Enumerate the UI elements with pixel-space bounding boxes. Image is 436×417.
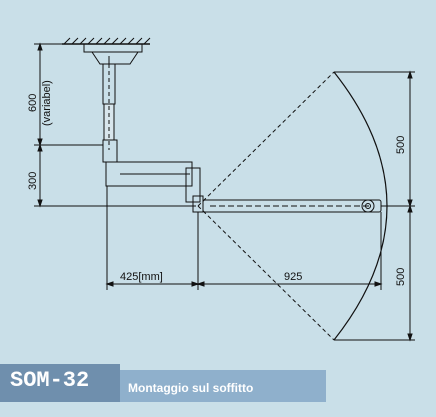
swing-arc [333,71,388,341]
horizontal-arm [105,161,204,213]
caption-tab [0,364,120,402]
ceiling-plate [83,43,143,65]
label-925: 925 [284,271,302,283]
vertical-dimension [34,42,196,208]
horizontal-dimension [105,186,383,290]
arc-dimension [334,70,415,342]
swing-lines [197,71,335,341]
caption-description: Montaggio sul soffitto [128,381,254,395]
label-500-lower: 500 [395,268,407,286]
model-name: SOM-32 [10,368,90,393]
lamp-arm [202,199,390,213]
label-variabel: (variabel) [41,80,53,126]
label-600: 600 [27,94,39,112]
ceiling-hatch [62,37,151,45]
vertical-column [102,63,118,163]
label-300: 300 [27,172,39,190]
label-425: 425[mm] [120,271,163,283]
label-500-upper: 500 [395,136,407,154]
